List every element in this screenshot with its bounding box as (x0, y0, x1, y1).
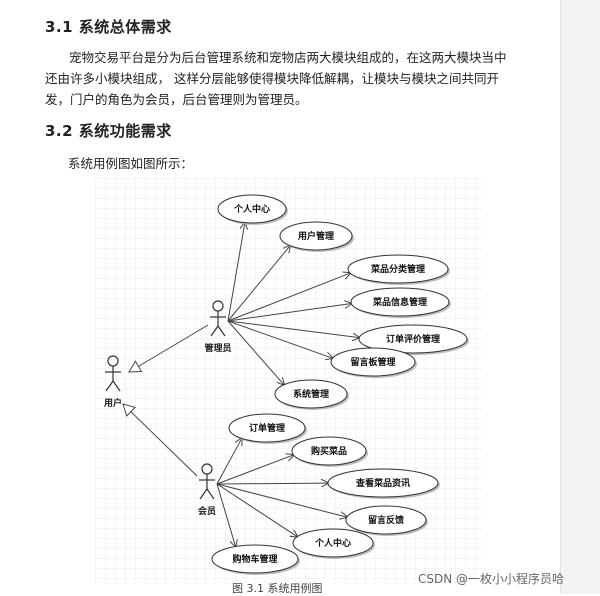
usecase-ellipse (292, 528, 374, 558)
association-line (216, 483, 236, 547)
admin-actor: 管理员 (204, 300, 232, 354)
admin-usecase-5: 订单评价管理 (358, 324, 469, 355)
association-line (216, 483, 297, 537)
document-page: 3.1 系统总体需求 宠物交易平台是分为后台管理系统和宠物店两大模块组成的，在这… (45, 18, 515, 595)
admin-usecase-1: 个人中心 (217, 194, 288, 225)
association-line (227, 304, 351, 322)
association-line (227, 320, 333, 358)
admin-usecase-7: 系统管理 (274, 379, 349, 410)
admin-usecase-6: 留言板管理 (330, 347, 417, 378)
section-heading-3-2: 3.2 系统功能需求 (45, 122, 172, 140)
association-line (216, 483, 328, 484)
user-actor-label: 用户 (103, 397, 122, 409)
actor-head (201, 463, 213, 475)
usecase-label: 菜品信息管理 (372, 296, 427, 308)
usecase-label: 查看菜品资讯 (355, 477, 410, 489)
usecase-ellipse (345, 505, 427, 535)
usecase-label: 留言反馈 (368, 514, 404, 526)
figure-caption: 图 3.1 系统用例图 (232, 582, 323, 595)
usecase-label: 系统管理 (293, 388, 329, 400)
generalization-admin-user-head (128, 360, 143, 373)
admin-usecase-3: 菜品分类管理 (347, 254, 450, 285)
usecase-ellipse (291, 436, 367, 466)
section-paragraph: 宠物交易平台是分为后台管理系统和宠物店两大模块组成的，在这两大模块当中还由许多小… (45, 47, 515, 110)
member-usecase-5: 个人中心 (292, 528, 375, 559)
usecase-label: 用户管理 (297, 230, 334, 242)
generalization-admin-user (138, 324, 209, 367)
member-actor: 会员 (198, 463, 216, 517)
watermark: CSDN @一枚小小程序员哈 (418, 572, 565, 586)
association-line (216, 483, 347, 517)
usecase-label: 购物车管理 (232, 553, 277, 565)
association-line (227, 320, 359, 338)
user-actor: 用户 (103, 355, 122, 409)
usecase-ellipse (279, 221, 353, 251)
association-line (216, 455, 294, 485)
use-cases: 个人中心用户管理菜品分类管理菜品信息管理订单评价管理留言板管理系统管理订单管理购… (211, 194, 469, 575)
actor-left-leg (105, 380, 114, 392)
usecase-ellipse (274, 379, 348, 409)
member-usecase-1: 订单管理 (228, 413, 307, 444)
actor-left-leg (199, 488, 208, 500)
admin-usecase-4: 菜品信息管理 (350, 287, 451, 318)
use-case-diagram: 个人中心用户管理菜品分类管理菜品信息管理订单评价管理留言板管理系统管理订单管理购… (95, 178, 485, 583)
association-line (227, 223, 245, 322)
usecase-ellipse (327, 468, 439, 498)
usecase-label: 个人中心 (233, 203, 270, 215)
actor-right-leg (112, 380, 121, 392)
generalization-member-user-head (122, 403, 137, 417)
member-usecase-3: 查看菜品资讯 (327, 468, 440, 499)
actor-left-leg (210, 325, 219, 337)
actor-head (107, 355, 119, 367)
side-panel (560, 0, 600, 594)
usecase-label: 菜品分类管理 (370, 263, 425, 275)
connectors (122, 223, 359, 547)
actor-head (212, 300, 224, 312)
usecase-ellipse (347, 254, 449, 284)
usecase-ellipse (358, 324, 468, 354)
paragraph-text: 宠物交易平台是分为后台管理系统和宠物店两大模块组成的，在这两大模块当中还由许多小… (45, 50, 507, 107)
usecase-ellipse (350, 287, 450, 317)
usecase-ellipse (330, 347, 416, 377)
usecase-label: 留言板管理 (350, 356, 395, 368)
association-line (227, 273, 350, 322)
usecase-label: 购买菜品 (311, 445, 347, 457)
actor-right-leg (206, 488, 215, 500)
admin-usecase-2: 用户管理 (279, 221, 354, 252)
usecase-label: 订单评价管理 (386, 333, 440, 345)
member-actor-label: 会员 (198, 505, 216, 517)
actor-right-leg (217, 325, 226, 337)
member-usecase-4: 留言反馈 (345, 505, 428, 536)
section-heading-3-1: 3.1 系统总体需求 (45, 18, 172, 36)
usecase-label: 个人中心 (314, 537, 351, 549)
association-line (216, 438, 242, 485)
usecase-label: 订单管理 (249, 422, 285, 434)
member-usecase-6: 购物车管理 (211, 544, 300, 575)
diagram-lead-text: 系统用例图如图所示： (68, 156, 194, 171)
generalization-member-user (130, 411, 198, 477)
usecase-ellipse (217, 194, 287, 224)
usecase-ellipse (228, 413, 306, 443)
admin-actor-label: 管理员 (204, 342, 231, 354)
association-line (227, 320, 284, 385)
association-line (227, 246, 290, 322)
usecase-ellipse (211, 544, 299, 574)
member-usecase-2: 购买菜品 (291, 436, 368, 467)
